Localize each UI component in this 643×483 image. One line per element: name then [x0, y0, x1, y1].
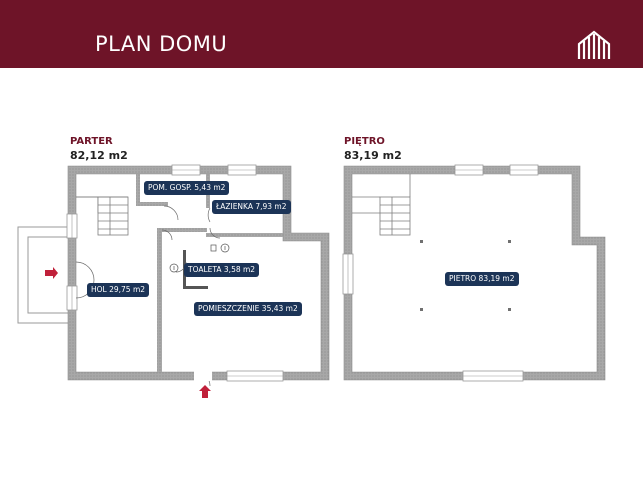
room-tag-hol: HOL 29,75 m2 [87, 283, 150, 297]
page-title: PLAN DOMU [95, 32, 228, 56]
house-logo-icon [577, 30, 611, 59]
wall-pom-bottom [140, 202, 168, 206]
stairs-parter [76, 196, 129, 236]
wall-toilet-bottom [183, 286, 208, 289]
room-tag-pietro: PIETRO 83,19 m2 [445, 272, 519, 286]
floorplan-pietro [342, 164, 606, 382]
wall-big-room-top [157, 228, 207, 232]
entrance-arrow-icon [45, 267, 211, 398]
room-tag-toaleta: TOALETA 3,58 m2 [184, 263, 260, 277]
floor-area-pietro: 83,19 m2 [344, 149, 402, 162]
floorplan-parter [17, 164, 330, 398]
wall-hol-vertical [157, 228, 162, 372]
room-tag-pomieszczenie: POMIESZCZENIE 35,43 m2 [194, 302, 302, 316]
parter-outer-walls [67, 165, 330, 381]
floor-label-parter: PARTER [70, 136, 113, 147]
stairs-pietro [352, 174, 411, 236]
column-marker [420, 240, 511, 311]
header-bar: PLAN DOMU [0, 0, 643, 68]
wall-pom-left [136, 174, 140, 206]
floor-label-pietro: PIĘTRO [344, 136, 385, 147]
room-tag-lazienka: ŁAZIENKA 7,93 m2 [212, 200, 291, 214]
floor-area-parter: 82,12 m2 [70, 149, 128, 162]
pietro-outer-walls [343, 165, 606, 381]
wall-lazienka-bottom [206, 233, 283, 237]
room-tag-pom-gosp: POM. GOSP. 5,43 m2 [144, 181, 230, 195]
toilet-fixture-icon [169, 243, 230, 273]
